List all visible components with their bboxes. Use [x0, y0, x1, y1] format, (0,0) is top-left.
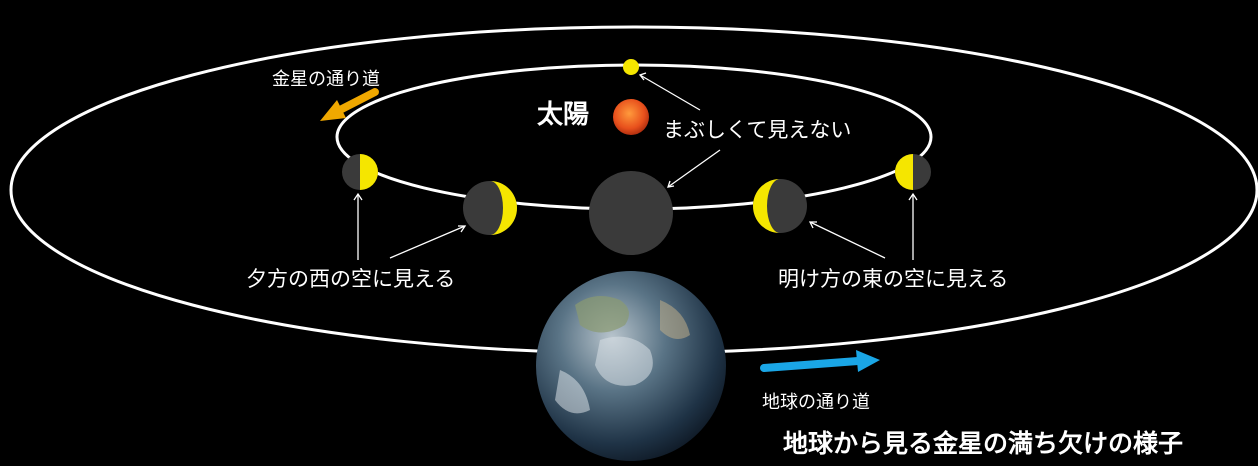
sun-label: 太陽: [537, 100, 590, 130]
earth: [536, 271, 726, 461]
morning-label: 明け方の東の空に見える: [778, 267, 1009, 291]
earth-direction-arrow: [760, 350, 880, 372]
venus-right-half: [895, 154, 931, 190]
evening-label: 夕方の西の空に見える: [246, 267, 456, 291]
venus-crescent-evening: [463, 181, 517, 235]
sun: [613, 99, 649, 135]
pointer-lines: [353, 72, 918, 260]
venus-full: [623, 59, 639, 75]
too-bright-label: まぶしくて見えない: [663, 118, 852, 142]
diagram-title: 地球から見る金星の満ち欠けの様子: [783, 429, 1184, 458]
venus-direction-arrow: [320, 88, 379, 121]
venus-left-half: [342, 154, 378, 190]
venus-crescent-morning: [753, 179, 807, 233]
venus-orbit-label: 金星の通り道: [272, 69, 380, 90]
venus-new: [589, 171, 673, 255]
earth-orbit-label: 地球の通り道: [762, 392, 870, 413]
